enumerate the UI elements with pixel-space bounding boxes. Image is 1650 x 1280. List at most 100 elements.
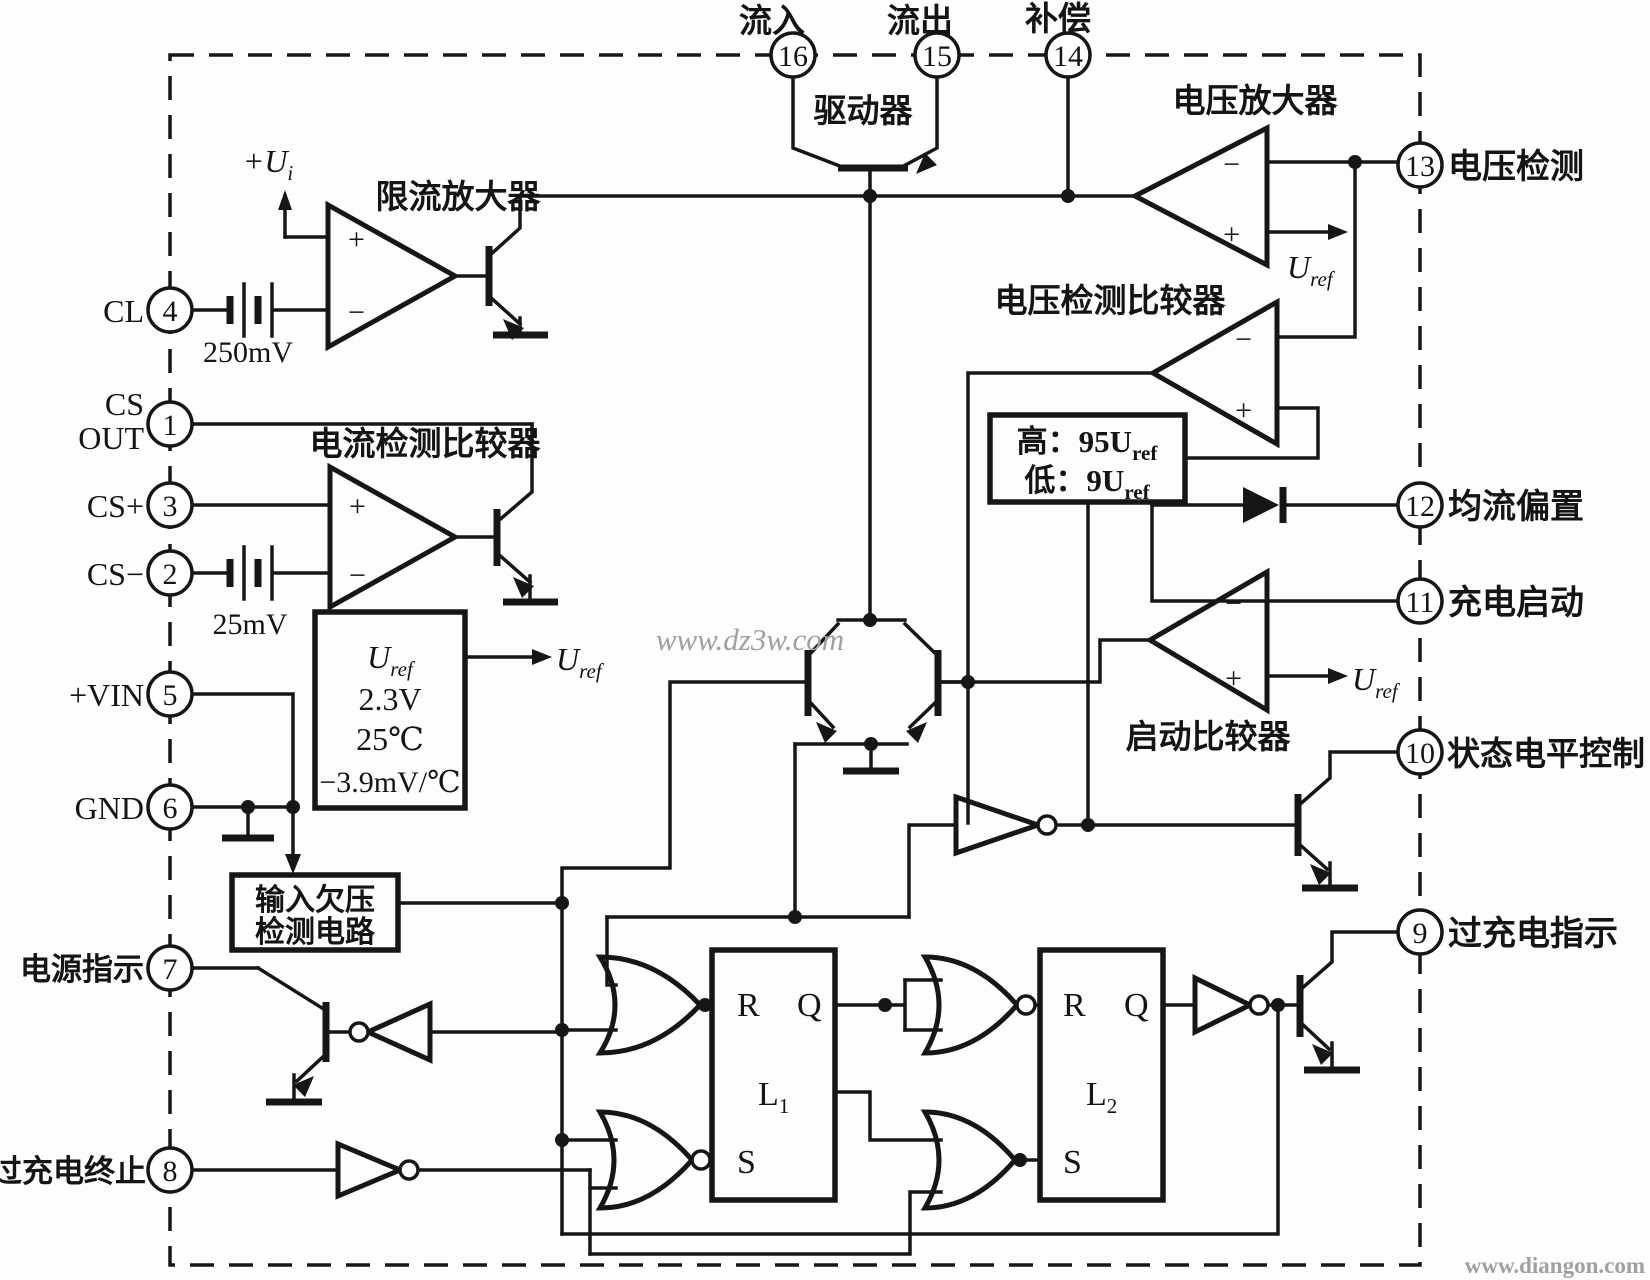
driver-emitter-arrow bbox=[916, 153, 937, 174]
va-ref-arrow bbox=[1328, 224, 1348, 240]
voltage-amp-label: 电压放大器 bbox=[1173, 83, 1339, 120]
pin-11-number: 11 bbox=[1406, 586, 1435, 619]
pin-2 bbox=[146, 549, 194, 597]
startup-ref-arrow bbox=[1328, 668, 1348, 684]
uvlo-line2: 检测电路 bbox=[255, 915, 376, 949]
threshold-high: 高：95Uref bbox=[1017, 424, 1159, 465]
inverters bbox=[335, 793, 1270, 1200]
inverter-pin10-symbol bbox=[953, 793, 1046, 857]
voltage-amp-ref-label: Uref bbox=[1287, 249, 1336, 291]
l2-name: L2 bbox=[1086, 1076, 1117, 1118]
pin-4-label: CL bbox=[103, 293, 144, 329]
pin-10-label: 状态电平控制 bbox=[1447, 736, 1645, 773]
inverter-pin8-bubble bbox=[398, 1159, 420, 1181]
diode-pin12 bbox=[1243, 487, 1287, 523]
vin-down-arrow bbox=[285, 854, 301, 874]
pin-5-number: 5 bbox=[163, 679, 178, 712]
battery-25mv bbox=[226, 545, 274, 601]
watermark-center: www.dz3w.com bbox=[656, 622, 844, 657]
pair-left-emitter-arrow bbox=[816, 722, 837, 743]
offset-25mv-label: 25mV bbox=[213, 608, 288, 641]
reference-box bbox=[312, 609, 468, 811]
pin-14-label: 补偿 bbox=[1025, 1, 1091, 38]
pin-1-number: 1 bbox=[163, 409, 178, 442]
pin-9 bbox=[1396, 908, 1444, 956]
undervoltage-box bbox=[229, 872, 401, 953]
startup-plus: + bbox=[1225, 662, 1242, 695]
pin-7-label: 电源指示 bbox=[20, 952, 144, 987]
cl-plus: + bbox=[348, 223, 365, 256]
inverter-pin7-bubble bbox=[348, 1021, 370, 1043]
threshold-box bbox=[987, 412, 1188, 505]
block-labels: 驱动器 限流放大器 +Ui 250mV 电流检测比较器 25mV 电压放大器 U… bbox=[203, 83, 1401, 1181]
nor-gate-l1-s bbox=[595, 1109, 696, 1211]
pin-6-label: GND bbox=[75, 790, 144, 826]
pin-3-number: 3 bbox=[163, 490, 178, 523]
pin-12-label: 均流偏置 bbox=[1448, 488, 1584, 526]
inverter-pin9-symbol bbox=[1192, 973, 1256, 1037]
pin-14-number: 14 bbox=[1053, 40, 1083, 73]
offset-250mv-label: 250mV bbox=[203, 336, 293, 369]
inverter-pin10-bubble bbox=[1036, 814, 1058, 836]
cl-minus: − bbox=[348, 296, 365, 329]
vd-plus: + bbox=[1235, 394, 1252, 427]
pin-16-label: 流入 bbox=[739, 3, 805, 40]
pin-15-label: 流出 bbox=[887, 3, 953, 40]
latch-l1-box bbox=[709, 947, 838, 1203]
va-minus: − bbox=[1223, 148, 1240, 181]
pin-8-label: 过充电终止 bbox=[0, 1154, 146, 1189]
pin-3-label: CS+ bbox=[87, 488, 144, 524]
ref-output-label: Uref bbox=[556, 641, 605, 683]
pin-13-number: 13 bbox=[1405, 150, 1435, 183]
pin-12 bbox=[1396, 481, 1444, 529]
pin-5-label: +VIN bbox=[69, 677, 144, 713]
l2-q-label: Q bbox=[1124, 987, 1149, 1024]
ref-box-line4: −3.9mV/℃ bbox=[319, 766, 460, 799]
supply-arrow-up bbox=[278, 190, 292, 210]
pin-11-label: 充电启动 bbox=[1448, 584, 1584, 622]
current-limit-amp-label: 限流放大器 bbox=[376, 179, 542, 216]
nor-gate-l1-s-bubble bbox=[690, 1149, 712, 1171]
pin-3 bbox=[146, 481, 194, 529]
pin-13-label: 电压检测 bbox=[1448, 147, 1584, 186]
inverter-pin7-symbol bbox=[361, 1000, 433, 1064]
pair-right-emitter-arrow bbox=[906, 722, 927, 743]
pin-4 bbox=[146, 286, 194, 334]
ref-box-line3: 25℃ bbox=[356, 721, 424, 757]
pin-9-number: 9 bbox=[1413, 917, 1428, 950]
battery-250mv bbox=[226, 282, 274, 338]
pin-10 bbox=[1396, 728, 1444, 776]
l2-r-label: R bbox=[1063, 987, 1086, 1024]
watermark-corner: www.diangon.com bbox=[1465, 1253, 1645, 1278]
pin-7 bbox=[146, 944, 194, 992]
pin-16 bbox=[769, 31, 817, 79]
pin-6 bbox=[146, 783, 194, 831]
l1-q-label: Q bbox=[797, 987, 822, 1024]
pin-7-number: 7 bbox=[163, 953, 178, 986]
pin-13 bbox=[1396, 141, 1444, 189]
pin-16-number: 16 bbox=[778, 40, 808, 73]
current-sense-comp-label: 电流检测比较器 bbox=[310, 426, 542, 463]
va-plus: + bbox=[1223, 218, 1240, 251]
t10-emitter-arrow bbox=[1310, 864, 1331, 885]
polarity-marks: + − + − − + − + − + bbox=[348, 148, 1252, 695]
pin-9-label: 过充电指示 bbox=[1448, 915, 1618, 953]
junction-dots bbox=[241, 155, 1362, 1167]
pin-1 bbox=[146, 400, 194, 448]
function-boxes bbox=[229, 412, 1188, 1203]
t7-emitter-arrow bbox=[293, 1076, 314, 1097]
startup-comp-symbol bbox=[1145, 567, 1270, 715]
wires bbox=[190, 75, 1400, 1256]
inverter-pin9-bubble bbox=[1248, 994, 1270, 1016]
cs-minus: − bbox=[349, 559, 366, 592]
pin-2-label: CS− bbox=[87, 556, 144, 592]
pin-1-label-line1: CS bbox=[105, 386, 144, 422]
pin-15 bbox=[913, 31, 961, 79]
or-gate-l1-r bbox=[595, 954, 704, 1056]
t2-emitter-arrow bbox=[513, 577, 534, 598]
logic-gates bbox=[595, 954, 1037, 1211]
arrowheads bbox=[278, 153, 1348, 1097]
or-gate-l2-s bbox=[920, 1109, 1019, 1211]
